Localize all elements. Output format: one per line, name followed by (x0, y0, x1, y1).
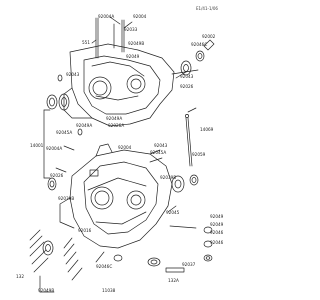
callout-132: 132 (16, 274, 24, 279)
seal-upper-right (195, 50, 205, 62)
lower-bearing-bore-left (90, 186, 114, 210)
callout-92059: 92059 (192, 152, 206, 157)
callout-92004-mid: 92004 (118, 145, 132, 150)
exploded-parts-diagram (29, 16, 215, 293)
callout-92016: 92016 (78, 228, 92, 233)
callout-92043-right: 92043 (180, 74, 194, 79)
callout-92004a-top: 92004A (98, 14, 115, 19)
callout-92045a-mid: 92045A (150, 150, 167, 155)
callout-132a: 132A (168, 278, 179, 283)
callout-92046-r2: 92046 (210, 240, 224, 245)
callout-92037: 92037 (182, 262, 196, 267)
callout-92049a-left: 92049A (76, 123, 93, 128)
callout-14001: 14001 (30, 143, 44, 148)
callout-92039b-right: 92039B (160, 175, 177, 180)
callout-92004-top: 92004 (133, 14, 147, 19)
callout-92002: 92002 (202, 34, 216, 39)
callout-92026a: 92026A (108, 123, 125, 128)
callout-11038: 11038 (102, 288, 116, 293)
callout-92026-left: 92026 (50, 173, 64, 178)
upper-bearing-bore-right (126, 74, 146, 94)
callout-14069: 14069 (200, 127, 214, 132)
bearing-lower-right (171, 175, 185, 193)
bearing-upper-right (180, 60, 192, 76)
callout-92046c-top: 92046C (191, 42, 208, 47)
callout-92049-r1: 92049 (210, 214, 224, 219)
diagram-code: E1/41-1/06 (196, 6, 218, 11)
callout-92043-left: 92043 (66, 72, 80, 77)
lower-bearing-bore-right (126, 190, 146, 210)
callout-92049-top: 92049 (126, 54, 140, 59)
bearing-upper-left (58, 93, 70, 111)
oil-seal-upper-left (46, 94, 58, 110)
upper-bearing-bore-left (88, 76, 112, 100)
callout-92045-lower: 92045 (166, 210, 180, 215)
callout-92043-mid: 92043 (154, 143, 168, 148)
upper-crankcase-half (69, 43, 175, 127)
callout-92049a-upper: 92049A (106, 116, 123, 121)
callout-92026-top: 92026 (180, 84, 194, 89)
callout-92045a-upper: 92045A (56, 130, 73, 135)
callout-551: 551 (82, 40, 90, 45)
callout-92046-r1: 92046 (210, 230, 224, 235)
callout-92046c-lower: 92046C (96, 264, 113, 269)
oil-seal-lower-left (47, 177, 57, 191)
oil-seal-bottom (147, 257, 161, 267)
callout-92033: 92033 (124, 27, 138, 32)
callout-92049b-top: 92049B (128, 41, 145, 46)
lower-crankcase-half (69, 149, 173, 249)
callout-92049-r2: 92049 (210, 222, 224, 227)
callout-92039b-lower: 92039B (58, 196, 75, 201)
callout-92004a-mid: 92004A (46, 146, 63, 151)
bearing-lower-left (42, 240, 54, 256)
callout-92049b-bottom: 92049B (38, 288, 55, 293)
